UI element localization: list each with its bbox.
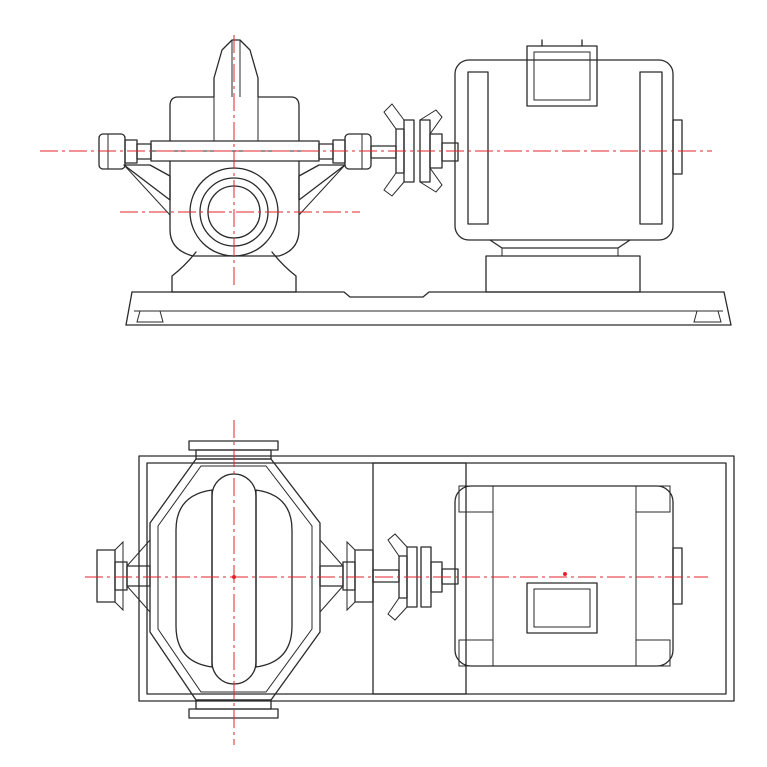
bearing-housing-left-plan — [96, 538, 151, 614]
coupling-side — [370, 103, 459, 197]
base-frame — [138, 455, 735, 702]
base-plate — [125, 291, 732, 326]
centerlines-side — [40, 35, 712, 285]
side-elevation-view — [40, 35, 732, 326]
bearing-housing-right-plan — [319, 538, 374, 614]
pump-casing-plan — [149, 458, 321, 701]
plan-view — [85, 420, 735, 745]
motor-side — [454, 39, 683, 293]
centerlines-plan — [85, 420, 708, 745]
motor-plan — [454, 485, 683, 667]
